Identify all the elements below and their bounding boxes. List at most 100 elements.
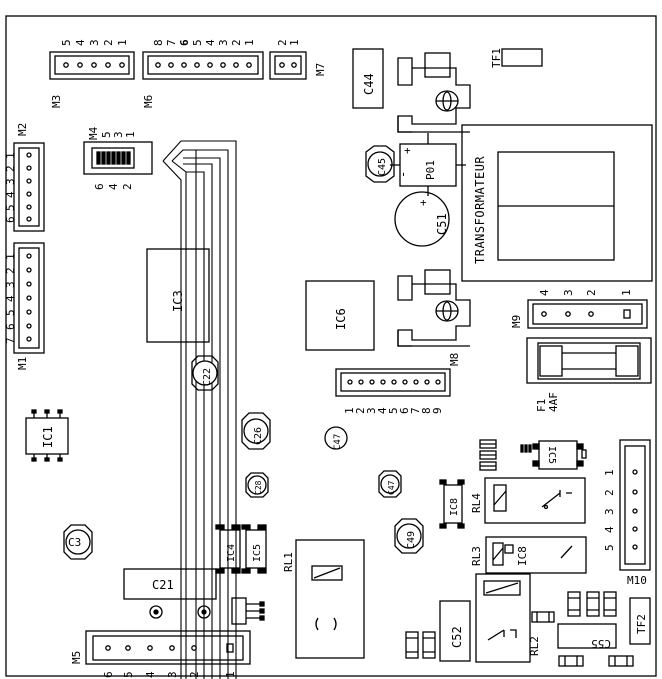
connector-m8: 1 2 3 4 5 6 7 8 9 M8 <box>335 353 461 414</box>
ic4-label: IC4 <box>226 544 237 562</box>
m6-pin-label: 5 <box>191 39 204 46</box>
m4-pin-label: 2 <box>121 183 134 190</box>
m9-label: M9 <box>510 315 523 328</box>
m1-pin-label: 7 <box>4 337 17 344</box>
m8-pin-label: 8 <box>420 407 433 414</box>
rl4-label: RL4 <box>470 493 483 513</box>
m4-pin-label: 5 <box>100 131 113 138</box>
m4-pin-label: 6 <box>93 183 106 190</box>
m4-pin-label: 3 <box>112 131 125 138</box>
m5-pin-label: 3 <box>166 671 179 678</box>
chip-ic6: IC6 <box>305 280 375 351</box>
p01-minus: - <box>396 171 410 178</box>
c51-label: C51 <box>435 213 449 235</box>
connector-m6: 8 7 6 5 4 3 2 1 M6 <box>142 39 264 108</box>
capacitor-c49: C49 <box>394 518 424 554</box>
m6-pin-label: 1 <box>243 39 256 46</box>
m3-pins <box>63 62 125 68</box>
capacitor-c28: C28 <box>245 472 269 498</box>
m1-pin-label: 3 <box>4 281 17 288</box>
m10-pin-label: 4 <box>603 526 616 533</box>
m1-label: M1 <box>16 357 29 370</box>
diode-pair-bottom <box>558 655 634 667</box>
capacitor-c45: C45 <box>365 145 395 183</box>
m7-label: M7 <box>314 63 327 76</box>
connector-m3: 5 4 3 2 1 M3 <box>49 39 135 108</box>
connector-m9: 4 3 2 1 M9 <box>510 289 648 329</box>
test-point-right <box>197 605 211 619</box>
transistor <box>231 597 265 625</box>
c52-label: C52 <box>450 626 464 648</box>
ic8-lower-label: IC8 <box>516 546 529 566</box>
m3-pin-label: 4 <box>74 39 87 46</box>
relay-rl2: RL2 <box>475 573 541 663</box>
transformer: TRANSFORMATEUR <box>461 124 653 282</box>
p01-label: P01 <box>424 160 437 180</box>
rl1-label: RL1 <box>282 552 295 572</box>
relay-rl3: IC8 RL3 <box>470 536 587 574</box>
chip-ic5-upper: IC5 <box>532 440 587 470</box>
regulator-lower <box>397 269 471 347</box>
connector-m10: 1 2 3 4 5 M10 <box>603 439 651 587</box>
capacitor-c51: + C51 <box>394 191 450 247</box>
m1-pin-label: 4 <box>4 295 17 302</box>
chip-ic8-upper: IC8 <box>439 479 465 529</box>
m8-pin-label: 9 <box>431 407 444 414</box>
c49-label: C49 <box>406 531 417 549</box>
tf2-label: TF2 <box>635 614 648 634</box>
m1-pin-label: 5 <box>4 309 17 316</box>
m1-pin-label: 2 <box>4 267 17 274</box>
m5-pin-label: 5 <box>122 671 135 678</box>
m8-pin-label: 6 <box>398 407 411 414</box>
rl2-label: RL2 <box>528 636 541 656</box>
ic5-upper-label: IC5 <box>546 446 557 464</box>
c47-label: C47 <box>387 480 396 495</box>
capacitor-c26: C26 <box>241 412 271 450</box>
capacitor-c55: C55 <box>557 623 617 650</box>
m2-label: M2 <box>16 123 29 136</box>
m3-pin-label: 2 <box>102 39 115 46</box>
c22-label: C22 <box>202 368 213 386</box>
m9-pin-label: 2 <box>585 289 598 296</box>
m8-pin-label: 4 <box>376 407 389 414</box>
capacitor-c22: C22 <box>191 355 219 391</box>
m2-pin-label: 1 <box>4 152 17 159</box>
board-outline <box>5 15 657 677</box>
m10-pin-label: 1 <box>603 469 616 476</box>
f1-rating: 4AF <box>547 392 560 412</box>
led-cluster <box>479 439 532 471</box>
m8-pin-label: 3 <box>365 407 378 414</box>
connector-m1: 1 2 3 4 5 6 7 M1 <box>4 242 45 370</box>
c21-label: C21 <box>152 578 174 592</box>
m9-pin-label: 1 <box>620 289 633 296</box>
m9-pin-label: 3 <box>562 289 575 296</box>
m2-pin-label: 3 <box>4 178 17 185</box>
m4-label: M4 <box>87 126 100 140</box>
m8-pin-label: 1 <box>343 407 356 414</box>
m5-label: M5 <box>70 651 83 664</box>
c55-label: C55 <box>591 637 611 650</box>
rectifier-p01: + - P01 <box>390 133 466 196</box>
m10-pin-label: 3 <box>603 508 616 515</box>
m6-pin-label: 6 <box>178 39 191 46</box>
m2-pin-label: 5 <box>4 204 17 211</box>
c45-label: C45 <box>377 158 388 176</box>
p01-plus: + <box>404 144 411 157</box>
c3-label: C3 <box>68 536 81 549</box>
chip-ic5: IC5 <box>241 524 267 574</box>
chip-ic8-lower-pin <box>504 544 514 554</box>
m10-pin-label: 5 <box>603 544 616 551</box>
test-point-left <box>149 605 163 619</box>
m6-pins <box>155 62 252 68</box>
m5-pin-label: 4 <box>144 671 157 678</box>
ribbon-cable <box>162 140 237 679</box>
m6-pin-label: 2 <box>230 39 243 46</box>
ic8-upper-label: IC8 <box>449 498 460 516</box>
resistor-pair-left <box>405 631 436 659</box>
m6-label: M6 <box>142 95 155 108</box>
m6-pin-label: 4 <box>204 39 217 46</box>
fuse-f1: F1 4AF <box>526 337 652 412</box>
capacitor-c3: C3 <box>63 524 93 560</box>
capacitor-c52: C52 <box>439 600 471 662</box>
transformer-label: TRANSFORMATEUR <box>473 156 487 264</box>
